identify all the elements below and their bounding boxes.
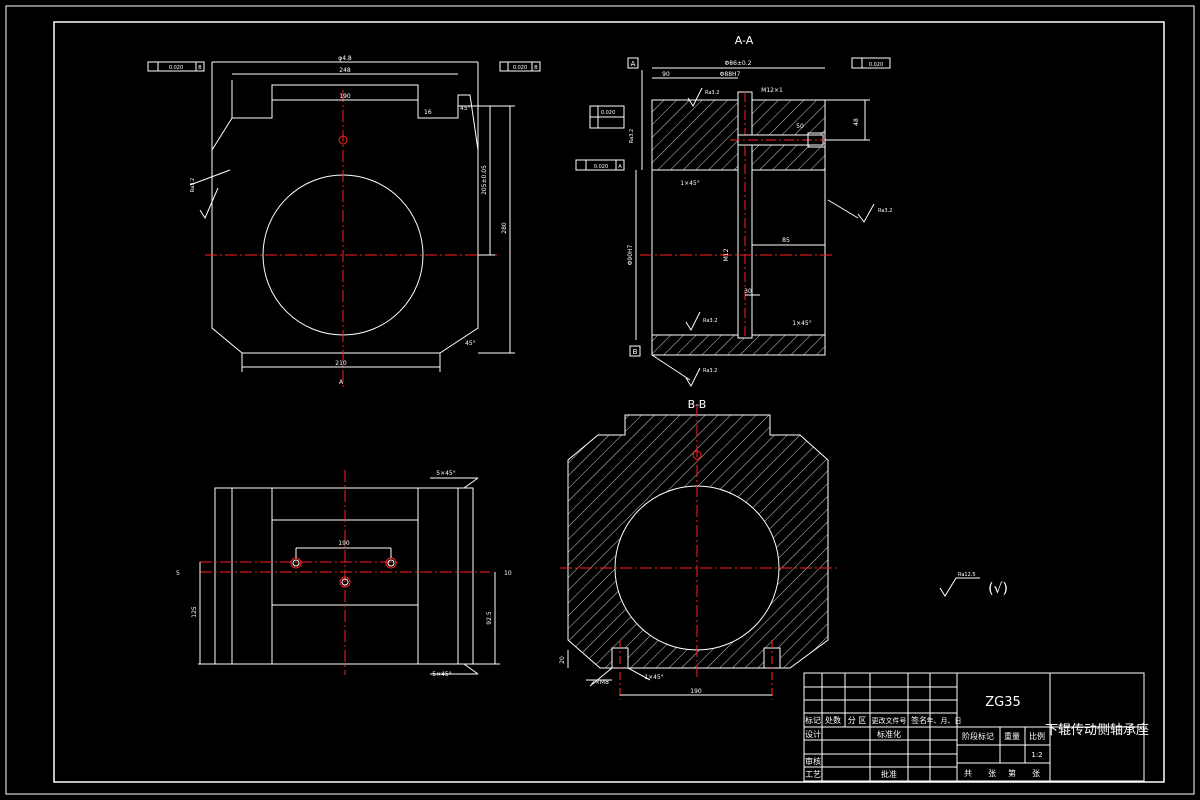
title-block: [803, 672, 1145, 782]
aa-tol-par: 0.020: [869, 62, 883, 68]
tb-label-sheet: 第: [1008, 768, 1016, 778]
front-dim-top-overall: φ4.8: [338, 55, 352, 62]
aa-tol-flat-ref: A: [618, 164, 622, 170]
front-tol-right-ref: B: [534, 65, 538, 71]
front-tol-left: 0.020: [169, 65, 183, 71]
front-dim-height-tol: 205±0.05: [481, 165, 488, 195]
front-outline: [211, 80, 479, 354]
bb-left-small: 20: [559, 656, 566, 664]
aa-datum-a: A: [631, 60, 636, 68]
bb-hole-dim: 2×M8: [591, 679, 609, 686]
aa-dim-ref: 85: [782, 237, 790, 244]
aa-rough-bottom2: Ra3.2: [703, 368, 717, 374]
front-dim-angle-top: 45°: [460, 105, 471, 112]
aa-depth: 50: [796, 123, 804, 130]
front-rough: Ra3.2: [190, 178, 196, 192]
top-left-dim: 125: [191, 606, 198, 618]
aa-datum-b: B: [633, 348, 638, 356]
bb-chamfer: 1×45°: [644, 674, 663, 681]
section-aa-label: A-A: [735, 34, 754, 47]
tb-label-change: 更改文件号: [872, 716, 907, 725]
top-small-left: 5: [176, 570, 180, 577]
front-tol-right: 0.020: [513, 65, 527, 71]
tb-label-sheet2: 张: [1032, 769, 1040, 778]
inner-border: [53, 21, 1165, 783]
aa-dim-h: Φ90H7: [627, 244, 634, 265]
aa-dim-top2: Φ88H7: [720, 71, 741, 78]
aa-dim-side: 48: [853, 118, 860, 126]
tb-label-sheets: 张: [988, 769, 996, 778]
front-dim-slot: 190: [339, 93, 351, 100]
aa-thread: M12×1: [761, 87, 783, 94]
surface-note-paren: (√): [988, 581, 1008, 597]
tb-label-scale: 比例: [1029, 731, 1045, 741]
outer-border: [5, 5, 1195, 795]
top-chamfer-bottom: 5×45°: [432, 671, 451, 678]
aa-rough-right: Ra3.2: [878, 208, 892, 214]
aa-chamfer1: 1×45°: [680, 180, 699, 187]
section-bb-view: [560, 405, 840, 700]
tb-label-process: 工艺: [805, 770, 821, 779]
bb-bottom-width: 190: [690, 688, 702, 695]
tb-label-check: 审核: [805, 756, 821, 766]
tb-label-sign: 签名: [911, 715, 927, 725]
tb-scale-value: 1:2: [1031, 751, 1042, 759]
section-aa-view: [575, 57, 891, 388]
tb-label-standard: 标准化: [877, 729, 901, 739]
aa-rough-top: Ra3.2: [705, 90, 719, 96]
aa-tol-flat: 0.020: [594, 164, 608, 170]
aa-rough-bottom1: Ra3.2: [703, 318, 717, 324]
front-dim-top-width: 248: [339, 67, 351, 74]
aa-dim-top: Φ86±0.2: [725, 60, 752, 67]
tb-label-total: 共: [964, 769, 972, 778]
top-outline: [214, 487, 474, 665]
aa-chamfer2: 1×45°: [792, 320, 811, 327]
surface-finish-note: [939, 577, 980, 597]
tb-label-stage: 阶段标记: [962, 731, 994, 741]
top-chamfer-top: 5×45°: [436, 470, 455, 477]
aa-rough-mid: Ra3.2: [629, 129, 635, 143]
top-small-right: 10: [504, 570, 512, 577]
front-datum-note: A: [339, 379, 344, 386]
front-view: [147, 61, 541, 390]
tb-label-date: 年、月、日: [927, 716, 962, 725]
tb-label-weight: 重量: [1004, 731, 1020, 741]
front-tol-left-ref: B: [198, 65, 202, 71]
aa-dim-30: 30: [744, 288, 752, 295]
tb-label-approve: 批准: [881, 769, 897, 779]
top-hole-spacing: 190: [338, 540, 350, 547]
aa-dim-v: M12: [723, 248, 730, 261]
aa-tol-perp: 0.020: [601, 110, 615, 116]
section-bb-label: B-B: [688, 398, 707, 411]
surface-note-value: Ra12.5: [958, 572, 976, 578]
tb-drawing-name: 下辊传动侧轴承座: [1045, 723, 1149, 738]
front-dim-slot-depth: 16: [424, 109, 432, 116]
tb-label-zone: 分 区: [848, 716, 867, 725]
top-right-dim: 92.5: [486, 611, 493, 625]
aa-dim-left: 90: [662, 71, 670, 78]
tb-label-design: 设计: [805, 729, 821, 739]
tb-material: ZG35: [985, 695, 1021, 710]
tb-label-mark: 标记: [805, 715, 821, 725]
front-dim-height-total: 280: [501, 222, 508, 234]
front-dim-angle-bottom: 45°: [465, 340, 476, 347]
tb-label-count: 处数: [825, 715, 841, 725]
top-view: [198, 470, 500, 675]
front-dim-bottom-width: 210: [335, 360, 347, 367]
